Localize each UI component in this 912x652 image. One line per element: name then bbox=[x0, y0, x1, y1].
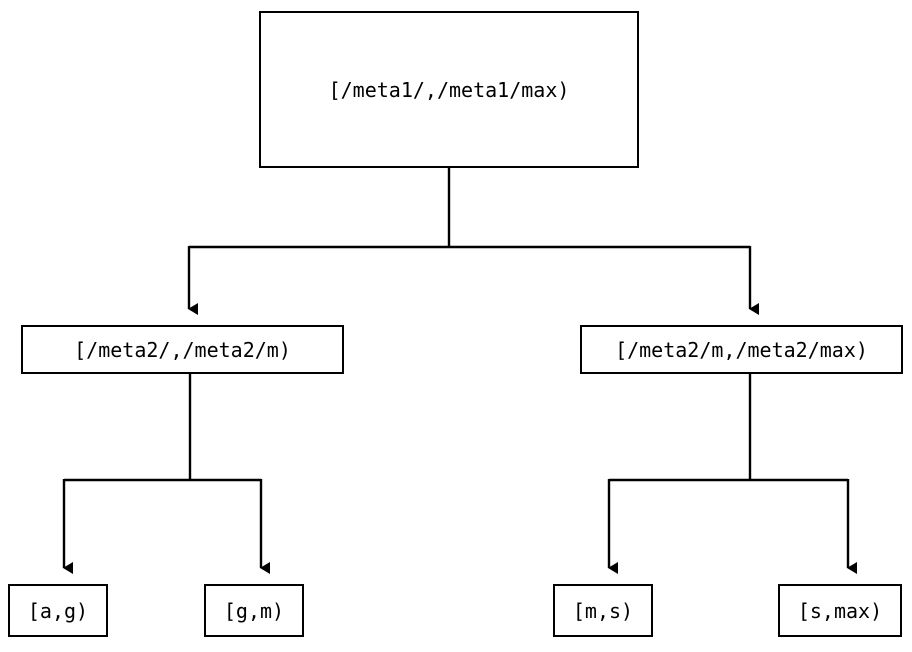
tree-node-leaf-3-label: [s,max) bbox=[797, 598, 883, 623]
edge-mid-left-to-leaves bbox=[62, 374, 270, 574]
tree-node-level2-right-label: [/meta2/m,/meta2/max) bbox=[615, 337, 868, 362]
tree-node-leaf-3: [s,max) bbox=[778, 584, 902, 637]
tree-node-level2-left: [/meta2/,/meta2/m) bbox=[21, 325, 344, 374]
tree-node-leaf-0: [a,g) bbox=[8, 584, 108, 637]
edge-mid-right-to-leaves bbox=[607, 374, 857, 574]
tree-node-leaf-2-label: [m,s) bbox=[572, 598, 634, 623]
tree-node-root-label: [/meta1/,/meta1/max) bbox=[328, 77, 570, 102]
tree-node-leaf-1: [g,m) bbox=[204, 584, 304, 637]
tree-node-level2-left-label: [/meta2/,/meta2/m) bbox=[74, 337, 291, 362]
tree-node-level2-right: [/meta2/m,/meta2/max) bbox=[580, 325, 903, 374]
edge-root-to-level2 bbox=[187, 168, 759, 315]
tree-node-leaf-2: [m,s) bbox=[553, 584, 653, 637]
tree-node-leaf-1-label: [g,m) bbox=[223, 598, 285, 623]
tree-node-leaf-0-label: [a,g) bbox=[27, 598, 89, 623]
tree-node-root: [/meta1/,/meta1/max) bbox=[259, 11, 639, 168]
